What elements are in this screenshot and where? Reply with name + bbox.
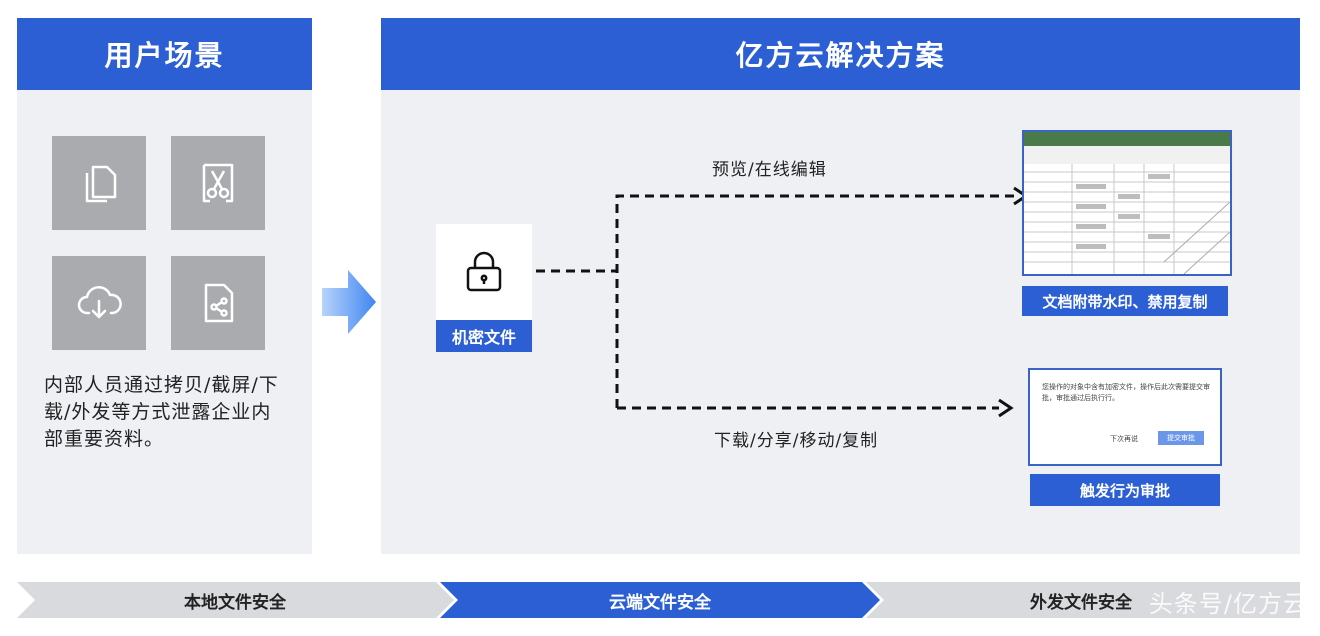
scissors-icon (171, 136, 265, 230)
watermark-label: 文档附带水印、禁用复制 (1022, 286, 1228, 316)
copy-icon (52, 136, 146, 230)
file-share-icon (171, 256, 265, 350)
flow-ribbon (17, 582, 1300, 618)
dialog-submit-button[interactable]: 提交审批 (1158, 431, 1204, 445)
approval-dialog-preview: 您操作的对象中含有加密文件，操作后此次需要提交审批，审批通过后执行行。 下次再说… (1028, 368, 1222, 466)
flow-step-cloud: 云端文件安全 (609, 592, 711, 613)
user-scenario-title: 用户场景 (17, 18, 312, 90)
approval-label: 触发行为审批 (1030, 474, 1220, 506)
confidential-file-label: 机密文件 (436, 320, 532, 352)
scenario-description: 内部人员通过拷贝/截屏/下载/外发等方式泄露企业内部重要资料。 (44, 374, 279, 450)
confidential-file-card (436, 224, 532, 320)
solution-title: 亿方云解决方案 (381, 18, 1300, 90)
top-branch-label: 预览/在线编辑 (712, 160, 827, 180)
arrow-right-icon (322, 270, 376, 334)
dialog-later-button[interactable]: 下次再说 (1110, 435, 1138, 443)
bottom-branch-label: 下载/分享/移动/复制 (714, 431, 879, 451)
dialog-message: 您操作的对象中含有加密文件，操作后此次需要提交审批，审批通过后执行行。 (1042, 383, 1210, 402)
lock-icon (466, 251, 502, 292)
flow-step-local: 本地文件安全 (184, 592, 286, 613)
cloud-download-icon (52, 256, 146, 350)
spreadsheet-preview (1022, 130, 1232, 276)
flow-step-external: 外发文件安全 (1030, 592, 1132, 613)
watermark-text: 头条号/亿方云 (1148, 590, 1308, 618)
